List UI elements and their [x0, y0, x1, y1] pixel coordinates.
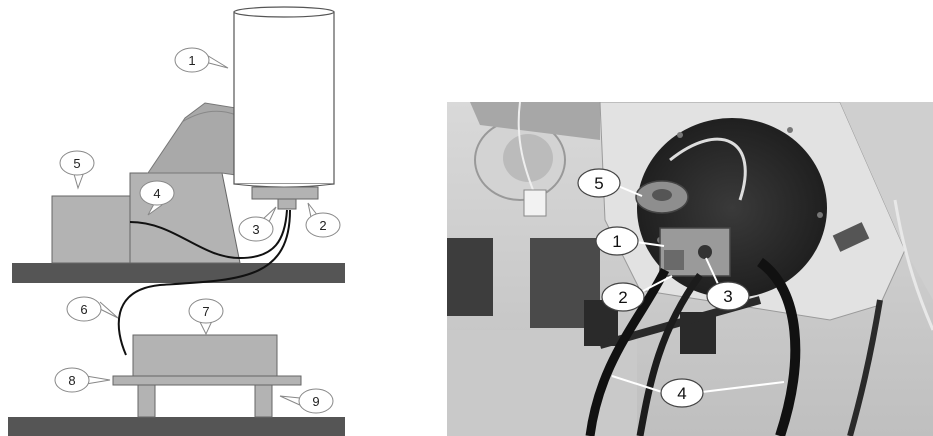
- callout-label: 3: [723, 287, 732, 306]
- callout-label: 3: [252, 222, 259, 237]
- table-top-8: [113, 376, 301, 385]
- schematic-callout-2: 2: [306, 203, 340, 237]
- callout-label: 1: [612, 232, 621, 251]
- schematic-callout-9: 9: [280, 389, 333, 413]
- table-leg-left: [138, 385, 155, 417]
- callout-label: 9: [312, 394, 319, 409]
- callout-label: 5: [594, 174, 603, 193]
- telescope-photo: 5 1 2 3 4: [447, 102, 933, 436]
- schematic-callout-8: 8: [55, 368, 110, 392]
- camera-port: [698, 245, 712, 259]
- camera-adapter: [664, 250, 684, 270]
- callout-label: 4: [153, 186, 160, 201]
- lower-floor: [8, 417, 345, 436]
- schematic-diagram: 1 2 3 4 5 6 7: [8, 7, 345, 436]
- camera-3: [278, 199, 296, 209]
- box-7: [133, 335, 277, 376]
- schematic-callout-1: 1: [175, 48, 228, 72]
- table-leg-right: [255, 385, 272, 417]
- callout-label: 4: [677, 384, 686, 403]
- telescope-tube: [234, 12, 334, 184]
- dome-window-left: [447, 238, 493, 316]
- callout-label: 6: [80, 302, 87, 317]
- mount-arm: [148, 103, 236, 175]
- box-5: [52, 196, 130, 263]
- upper-floor: [12, 263, 345, 283]
- callout-label: 1: [188, 53, 195, 68]
- adapter-2: [252, 187, 318, 199]
- callout-label: 2: [319, 218, 326, 233]
- plate-bolt: [817, 212, 823, 218]
- power-plug: [524, 190, 546, 216]
- plate-bolt: [787, 127, 793, 133]
- callout-label: 7: [202, 304, 209, 319]
- filter-wheel-hub: [652, 189, 672, 201]
- schematic-callout-7: 7: [189, 299, 223, 334]
- callout-label: 2: [618, 288, 627, 307]
- schematic-callout-6: 6: [67, 297, 118, 321]
- callout-label: 8: [68, 373, 75, 388]
- callout-label: 5: [73, 156, 80, 171]
- plate-bolt: [677, 132, 683, 138]
- schematic-callout-3: 3: [239, 207, 276, 241]
- schematic-callout-5: 5: [60, 151, 94, 188]
- telescope-top: [234, 7, 334, 17]
